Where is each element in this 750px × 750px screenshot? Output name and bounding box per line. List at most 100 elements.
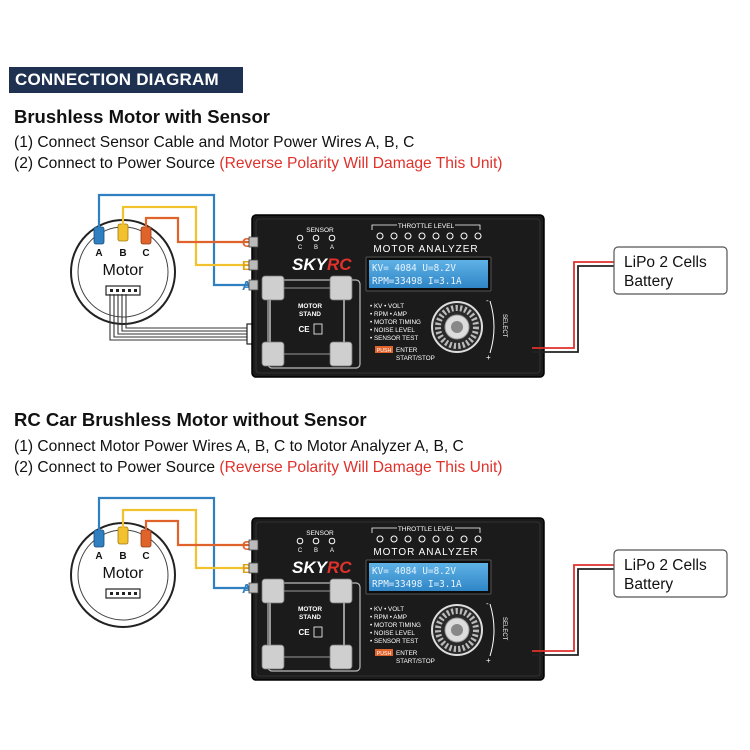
device-name: MOTOR ANALYZER	[373, 547, 478, 558]
stand-label-1: MOTOR	[298, 303, 322, 310]
section-1-step-2: (2) Connect to Power Source (Reverse Pol…	[14, 155, 503, 173]
power-wires	[97, 193, 258, 287]
wire-c	[144, 216, 258, 244]
dial-plus: +	[486, 353, 491, 362]
terminal-a	[248, 279, 259, 291]
select-dial[interactable]	[431, 604, 483, 656]
enter-label: ENTER	[396, 347, 418, 354]
sensor-pin-c: C	[298, 548, 303, 554]
motor-pin-a: A	[95, 248, 102, 259]
motor-pin-a: A	[95, 551, 102, 562]
motor-label: Motor	[103, 262, 145, 279]
motor-analyzer: SENSOR C B A THROTTLE LEVEL MOTOR ANALYZ…	[248, 517, 545, 681]
recycle-icon	[313, 323, 323, 335]
motor-connector-b	[117, 526, 129, 545]
sensor-pin-b: B	[314, 548, 318, 554]
start-stop-label: START/STOP	[396, 658, 435, 665]
connection-diagram: A B C Motor C B A SENSOR C B A	[70, 496, 728, 681]
lipo-battery: LiPo 2 Cells Battery	[613, 549, 728, 598]
lipo-battery: LiPo 2 Cells Battery	[613, 246, 728, 295]
throttle-leds	[376, 535, 482, 543]
menu-item-sensor-test: • SENSOR TEST	[370, 335, 418, 342]
lcd-line-2: RPM=33498 I=3.1A	[372, 276, 462, 287]
sensor-pin-a: A	[330, 245, 334, 251]
motor: A B C Motor	[70, 219, 176, 325]
throttle-level-label: THROTTLE LEVEL	[398, 526, 455, 533]
section-2-step-2: (2) Connect to Power Source (Reverse Pol…	[14, 459, 503, 477]
wire-b	[121, 508, 258, 570]
ce-mark: CE	[298, 325, 310, 334]
sensor-pin-a: A	[330, 548, 334, 554]
motor-sensor-port	[105, 285, 141, 296]
motor-connector-b	[117, 223, 129, 242]
select-label: SELECT	[501, 314, 507, 338]
connection-diagram: A B C Motor C B A SENSOR C	[70, 193, 728, 378]
enter-label: ENTER	[396, 650, 418, 657]
motor-analyzer: SENSOR C B A THROTTLE LEVEL MOTOR ANALYZ…	[248, 214, 545, 378]
lcd-line-1: KV= 4084 U=8.2V	[372, 566, 456, 577]
section-2-title: RC Car Brushless Motor without Sensor	[14, 409, 367, 430]
terminal-b	[248, 562, 259, 574]
motor-pin-c: C	[142, 248, 149, 259]
terminal-c-label: C	[242, 235, 252, 250]
motor: A B C Motor	[70, 522, 176, 628]
function-menu: • KV • VOLT • RPM • AMP • MOTOR TIMING •…	[370, 303, 421, 342]
menu-item-rpm-amp: • RPM • AMP	[370, 614, 407, 621]
throttle-level-label: THROTTLE LEVEL	[398, 223, 455, 230]
sensor-label: SENSOR	[306, 227, 334, 234]
terminal-a	[248, 582, 259, 594]
battery-line-1: LiPo 2 Cells	[624, 254, 707, 271]
throttle-leds	[376, 232, 482, 240]
wire-a	[97, 496, 258, 590]
motor-connector-a	[93, 529, 105, 548]
motor-label: Motor	[103, 565, 145, 582]
select-arc	[489, 300, 495, 354]
battery-lead-positive	[532, 261, 616, 349]
menu-item-noise-level: • NOISE LEVEL	[370, 630, 415, 637]
menu-item-rpm-amp: • RPM • AMP	[370, 311, 407, 318]
terminal-c	[248, 236, 259, 248]
step-2-prefix: (2) Connect to Power Source	[14, 459, 220, 476]
push-badge	[375, 346, 393, 353]
push-label: PUSH	[377, 348, 392, 354]
menu-item-noise-level: • NOISE LEVEL	[370, 327, 415, 334]
battery-line-2: Battery	[624, 576, 673, 593]
terminal-c	[248, 539, 259, 551]
motor-stand: MOTOR STAND CE	[261, 275, 361, 369]
menu-item-motor-timing: • MOTOR TIMING	[370, 622, 421, 629]
section-1-step-1: (1) Connect Sensor Cable and Motor Power…	[14, 134, 415, 151]
power-wires	[97, 496, 258, 590]
lcd-line-1: KV= 4084 U=8.2V	[372, 263, 456, 274]
brand-logo: SKYRC	[292, 255, 352, 274]
motor-stand: MOTOR STAND CE	[261, 578, 361, 672]
motor-connector-a	[93, 226, 105, 245]
lcd-line-2: RPM=33498 I=3.1A	[372, 579, 462, 590]
wire-b	[121, 205, 258, 267]
section-banner: CONNECTION DIAGRAM	[9, 67, 243, 93]
motor-sensor-port	[105, 588, 141, 599]
polarity-warning: (Reverse Polarity Will Damage This Unit)	[219, 459, 503, 476]
polarity-warning: (Reverse Polarity Will Damage This Unit)	[219, 155, 503, 172]
section-2-step-1: (1) Connect Motor Power Wires A, B, C to…	[14, 438, 464, 455]
terminal-b-label: B	[242, 561, 251, 576]
wire-c	[144, 519, 258, 547]
terminal-a-label: A	[242, 581, 252, 596]
wire-a	[97, 193, 258, 287]
device-name: MOTOR ANALYZER	[373, 244, 478, 255]
sensor-pin-b: B	[314, 245, 318, 251]
section-1-title: Brushless Motor with Sensor	[14, 106, 270, 127]
select-dial[interactable]	[431, 301, 483, 353]
dial-plus: +	[486, 656, 491, 665]
push-label: PUSH	[377, 651, 392, 657]
battery-line-2: Battery	[624, 273, 673, 290]
stand-label-2: STAND	[299, 311, 321, 318]
battery-lead-negative	[532, 568, 616, 656]
motor-pin-b: B	[119, 248, 126, 259]
select-label: SELECT	[501, 617, 507, 641]
motor-pin-c: C	[142, 551, 149, 562]
terminal-c-label: C	[242, 538, 252, 553]
ce-mark: CE	[298, 628, 310, 637]
sensor-pin-c: C	[298, 245, 303, 251]
menu-item-motor-timing: • MOTOR TIMING	[370, 319, 421, 326]
battery-line-1: LiPo 2 Cells	[624, 557, 707, 574]
